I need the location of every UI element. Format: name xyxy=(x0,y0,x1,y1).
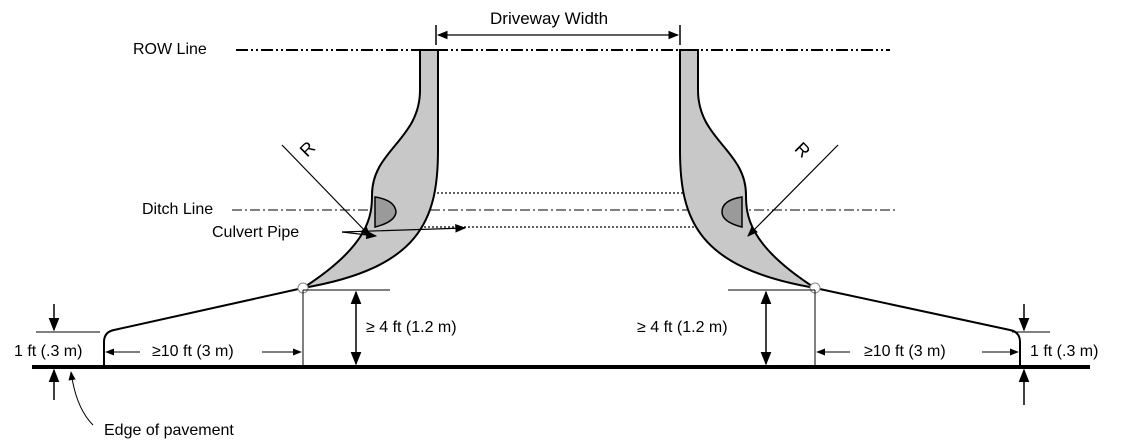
edge-of-pavement-leader xyxy=(68,371,94,426)
culvert-pipe-label: Culvert Pipe xyxy=(212,224,300,241)
ditch-line-label: Ditch Line xyxy=(142,201,214,218)
left-culvert-end xyxy=(374,196,397,228)
culvert-leader-2 xyxy=(341,223,467,233)
right-driveway-wing xyxy=(679,49,816,289)
one-ft-label-right: 1 ft (.3 m) xyxy=(1030,343,1099,360)
driveway-width-label: Driveway Width xyxy=(490,9,609,28)
edge-of-pavement-label: Edge of pavement xyxy=(104,422,234,439)
left-driveway-wing xyxy=(302,49,439,289)
offset-label-left: ≥10 ft (3 m) xyxy=(152,343,234,360)
offset-label-right: ≥10 ft (3 m) xyxy=(864,343,946,360)
radius-line-left xyxy=(281,144,371,237)
left-taper-line xyxy=(103,287,304,367)
row-line-label: ROW Line xyxy=(133,41,207,58)
culvert-leader-1 xyxy=(341,230,378,240)
right-culvert-end xyxy=(721,196,743,228)
one-ft-label-left: 1 ft (.3 m) xyxy=(14,343,83,360)
right-taper-line xyxy=(814,287,1021,367)
radius-line-right xyxy=(747,144,839,237)
height-label-left: ≥ 4 ft (1.2 m) xyxy=(366,319,457,336)
height-label-right: ≥ 4 ft (1.2 m) xyxy=(637,319,728,336)
